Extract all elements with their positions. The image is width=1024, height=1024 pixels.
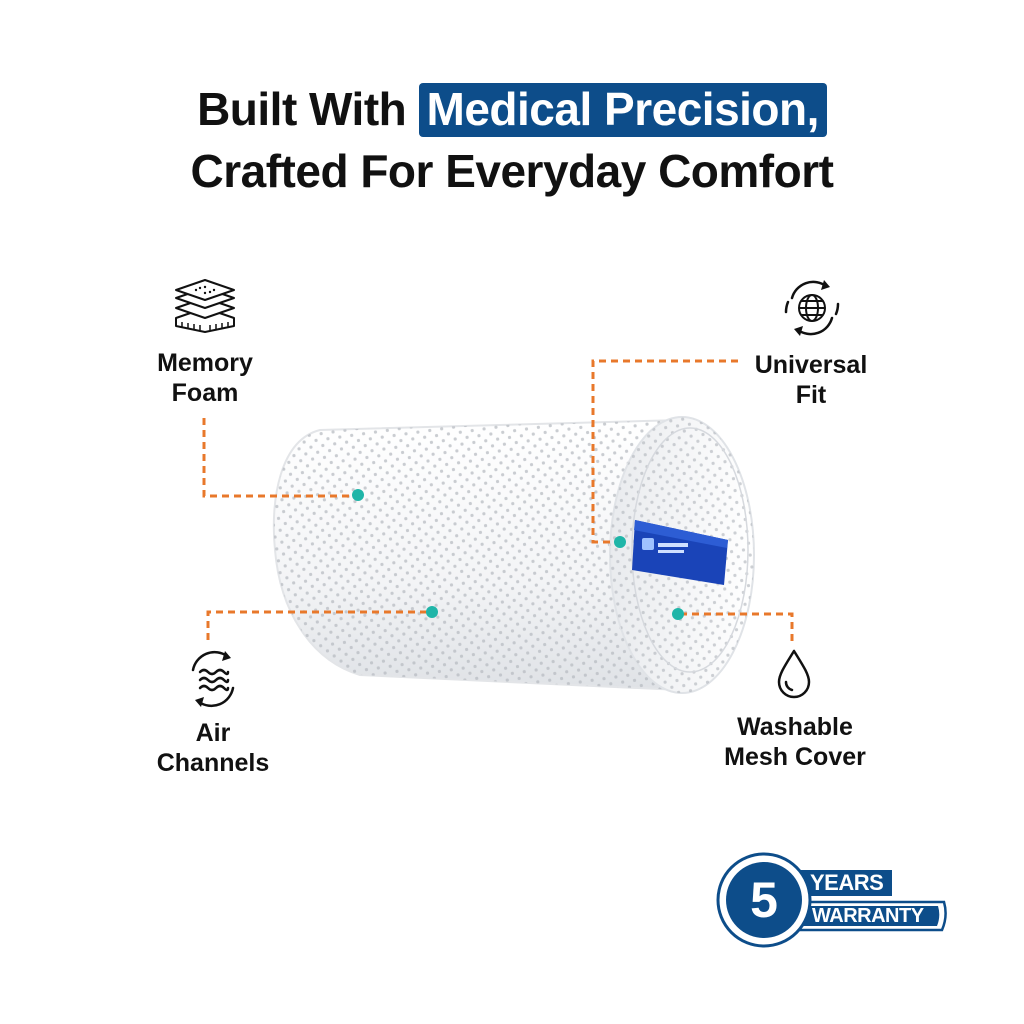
globe-cycle-icon [784, 280, 840, 336]
feature-air-channels: Air Channels [156, 719, 270, 777]
warranty-number: 5 [750, 872, 778, 928]
feature-universal-fit: Universal Fit [754, 351, 868, 409]
dot-air-channels [426, 606, 438, 618]
feature-memory-foam: Memory Foam [157, 349, 253, 407]
warranty-badge: 5 YEARS WARRANTY [716, 850, 956, 950]
dot-universal-fit [614, 536, 626, 548]
headline-highlight: Medical Precision, [418, 83, 827, 137]
dot-washable [672, 608, 684, 620]
pillow-illustration [250, 380, 770, 710]
leader-memory-foam [202, 418, 355, 498]
warranty-years: YEARS [810, 870, 884, 895]
leader-air-channels [206, 610, 430, 640]
warranty-label: WARRANTY [812, 905, 924, 927]
headline: Built With Medical Precision, Crafted Fo… [0, 78, 1024, 202]
leader-washable [680, 612, 794, 642]
foam-layers-icon [175, 279, 235, 333]
dot-memory-foam [352, 489, 364, 501]
headline-prefix: Built With [197, 83, 407, 135]
leader-universal-fit [591, 359, 738, 544]
headline-line-1: Built With Medical Precision, [0, 78, 1024, 140]
pillow-image [272, 416, 755, 694]
feature-washable-mesh-cover: Washable Mesh Cover [724, 713, 866, 771]
brand-tag [632, 520, 728, 585]
headline-line-2: Crafted For Everyday Comfort [190, 145, 834, 197]
airflow-cycle-icon [191, 650, 235, 708]
water-drop-icon [777, 649, 811, 699]
